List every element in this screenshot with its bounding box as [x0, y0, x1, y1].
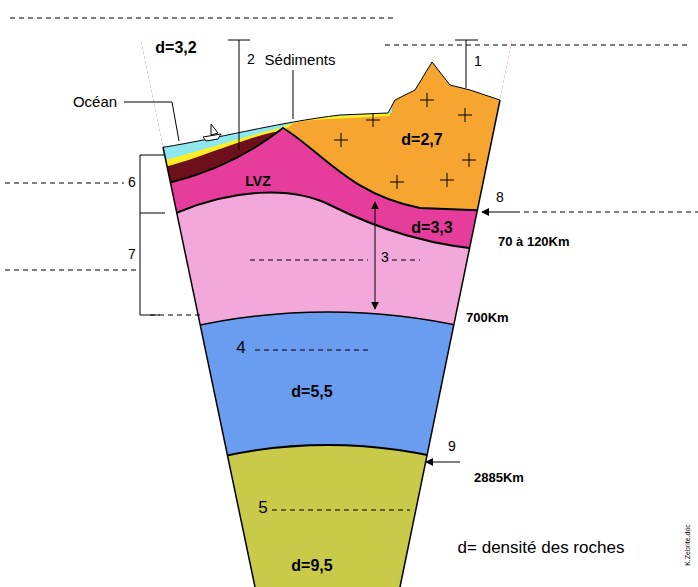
- dashed-guides: [5, 18, 698, 510]
- density-value: d=3,3: [411, 219, 452, 237]
- callout-number: 5: [258, 499, 267, 518]
- depth-value: 70 à 120Km: [498, 235, 570, 249]
- lithosphere-label: d=3,3: [407, 217, 456, 239]
- lithosphere-base: [130, 193, 520, 252]
- layers: [0, 20, 698, 587]
- arrows: [375, 202, 515, 462]
- continental-crust-label: d=2,7: [397, 129, 446, 151]
- callout-number: 2: [247, 52, 255, 67]
- depth-value: 2885Km: [474, 471, 524, 485]
- core: [0, 445, 698, 587]
- lower-mantle-label: d=5,5: [287, 381, 336, 403]
- boat: [203, 124, 221, 141]
- callout-number: 6: [128, 175, 136, 190]
- callout-number: 9: [448, 439, 456, 454]
- density-value: d=5,5: [291, 383, 332, 401]
- lower-mantle: [0, 312, 698, 587]
- surface-line: [130, 62, 520, 147]
- wedge-right-edge: [400, 100, 500, 587]
- density-value: d=3,2: [155, 39, 196, 57]
- density-value: d=9,5: [291, 557, 332, 575]
- callout-number: 1: [474, 54, 482, 69]
- callout-number: 8: [496, 190, 504, 205]
- moho-line: [130, 128, 520, 212]
- layer-name: Sédiments: [265, 52, 336, 69]
- zone-name: LVZ: [245, 174, 270, 189]
- lithosphere-mantle: [130, 20, 520, 252]
- brackets-and-leaders: [124, 40, 478, 315]
- core-label: d=9,5: [287, 555, 336, 577]
- callout-number: 4: [236, 339, 245, 358]
- callout-number: 7: [128, 247, 136, 262]
- layer-name: Océan: [73, 94, 117, 111]
- granite-crosses: [334, 93, 476, 189]
- density-value: d=2,7: [401, 131, 442, 149]
- callout-number: 3: [381, 250, 389, 265]
- depth-value: 700Km: [466, 311, 509, 325]
- legend-note: d= densité des roches: [458, 539, 625, 558]
- watermark: K.Zebrite.doc: [684, 524, 692, 566]
- sky: [130, 20, 520, 147]
- wedge-left-edge: [163, 147, 255, 587]
